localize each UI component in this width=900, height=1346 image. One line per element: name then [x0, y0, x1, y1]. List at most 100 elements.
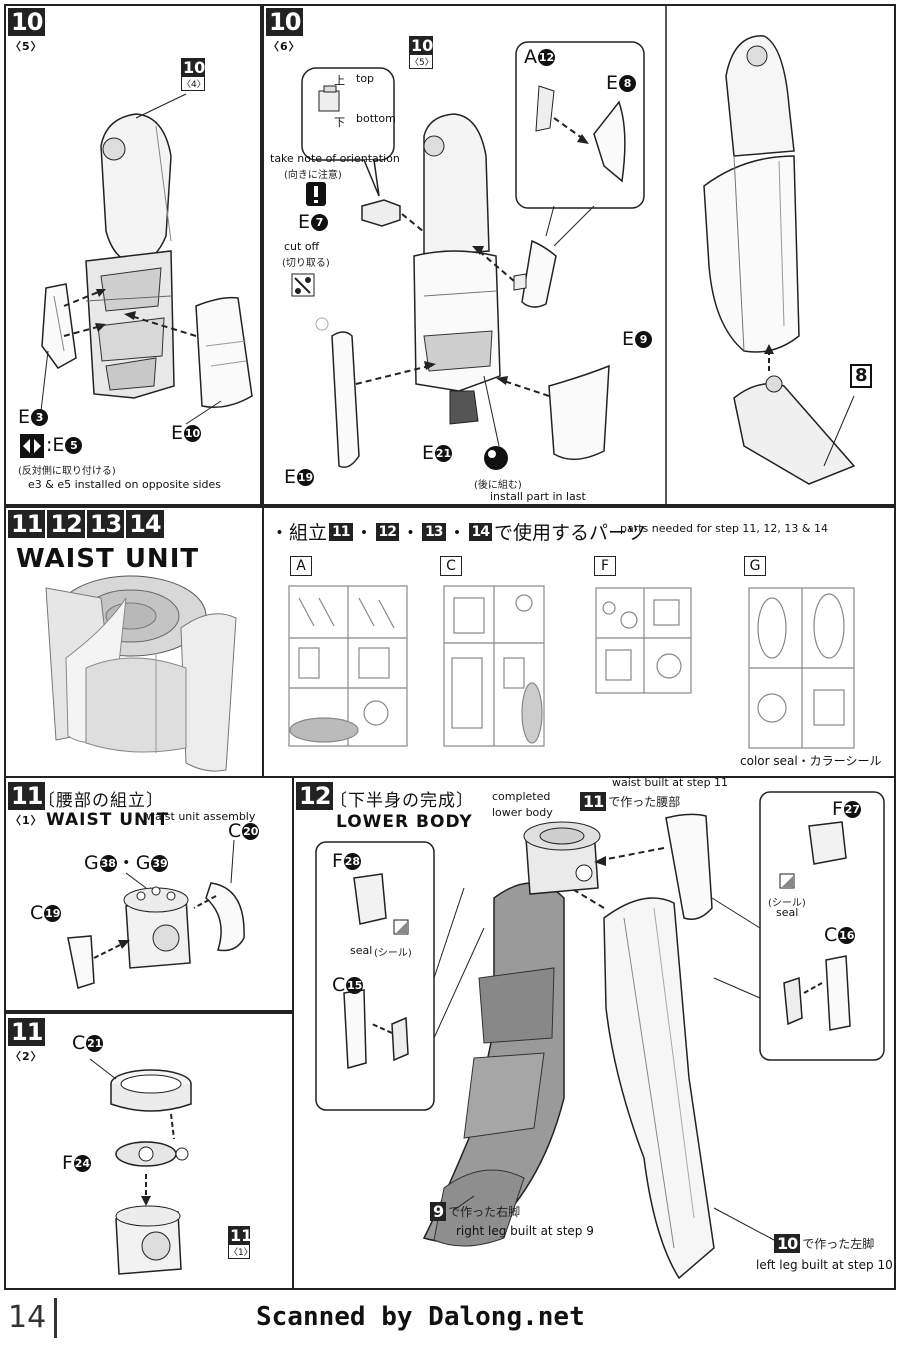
part-letter: C: [332, 974, 346, 996]
part-number: 8: [619, 75, 637, 92]
sprue-f-diagram: [595, 587, 692, 694]
page-number: 14: [8, 1298, 58, 1338]
seal-jp-label-right: (シール): [768, 898, 806, 909]
step-number: 10: [266, 8, 304, 36]
waist-ref-step: 11: [580, 792, 607, 811]
step-badge-12: 12: [47, 510, 85, 538]
part-number: 21: [86, 1035, 104, 1052]
part-letter: E: [622, 328, 635, 350]
part-letter: C: [228, 820, 242, 842]
part-number: 10: [184, 425, 202, 442]
parts-header: ・組立 11 ・ 12 ・ 13 ・ 14 で使用するパーツ: [270, 518, 646, 545]
seal-en-label-right: seal: [776, 906, 799, 919]
parts-section-left: 11 12 13 14 WAIST UNIT: [4, 506, 262, 778]
reference-step-number: 10: [409, 36, 434, 55]
sprue-a-diagram: [288, 585, 408, 747]
opposite-side-icon: [20, 434, 44, 458]
part-letter: F: [332, 850, 343, 872]
step-10-6-panel: 10 〈6〉 10 〈5〉: [262, 4, 896, 508]
part-letter: E: [284, 466, 297, 488]
reference-step-number: 10: [181, 58, 206, 77]
part-number: 20: [242, 823, 260, 840]
part-number: 24: [73, 1155, 91, 1172]
seal-en-label: seal: [350, 944, 373, 957]
reference-step-badge: 11 〈1〉: [228, 1226, 253, 1259]
substep-number: 〈5〉: [10, 40, 43, 53]
part-number: 21: [435, 445, 453, 462]
orientation-en-note: take note of orientation: [270, 152, 400, 165]
step-title-en: LOWER BODY: [336, 812, 473, 832]
part-letter: E: [606, 72, 619, 94]
part-number: 19: [297, 469, 315, 486]
sprue-g-label: G: [744, 556, 766, 576]
parts-header-suffix: で使用するパーツ: [494, 522, 646, 544]
header-step-11: 11: [329, 522, 353, 541]
orientation-jp-note: (向きに注意): [284, 170, 342, 181]
step-number: 12: [296, 782, 334, 810]
part-letter: C: [824, 924, 838, 946]
parts-header-en: parts needed for step 11, 12, 13 & 14: [620, 522, 828, 535]
install-last-en-note: install part in last: [490, 490, 586, 503]
part-letter: A: [524, 46, 537, 68]
completed-note-line-1: completed: [492, 790, 551, 803]
left-leg-ref-step: 10: [774, 1234, 801, 1253]
waist-stack-illustration: [89, 1058, 192, 1275]
sprue-c-label: C: [440, 556, 462, 576]
reference-substep: 〈4〉: [181, 77, 206, 91]
step-title-jp: 〔下半身の完成〕: [330, 791, 474, 811]
step-12-panel: 12 〔下半身の完成〕 LOWER BODY completed lower b…: [292, 776, 896, 1290]
parts-section-right: ・組立 11 ・ 12 ・ 13 ・ 14 で使用するパーツ parts nee…: [262, 506, 896, 778]
step-range-badges: 11 12 13 14: [8, 510, 164, 538]
waist-unit-illustration: [45, 575, 237, 772]
waist-core-illustration: [67, 839, 245, 989]
orientation-callout: [291, 6, 856, 508]
left-leg-ref-jp: で作った左脚: [802, 1237, 875, 1251]
sprue-c-diagram: [443, 585, 545, 747]
step-number: 11: [8, 1018, 46, 1046]
part-number: 12: [538, 49, 555, 66]
step-title-jp: 〔腰部の組立〕: [38, 791, 164, 811]
right-leg-en-note: right leg built at step 9: [456, 1224, 594, 1238]
sprue-g-diagram: [748, 587, 855, 749]
header-step-13: 13: [422, 522, 446, 541]
section-title: WAIST UNIT: [16, 544, 200, 574]
part-number: 27: [843, 801, 861, 818]
reference-substep: 〈5〉: [409, 55, 434, 69]
left-leg-en-note: left leg built at step 10: [756, 1258, 893, 1272]
part-letter: G: [135, 852, 151, 874]
scan-credit: Scanned by Dalong.net: [256, 1302, 585, 1332]
separator: ・: [354, 522, 374, 544]
part-letter: E: [171, 422, 184, 444]
reference-step-badge: 10 〈5〉: [409, 36, 434, 69]
part-letter: G: [84, 852, 99, 874]
part-letter: E: [422, 442, 435, 464]
separator: ・: [401, 522, 421, 544]
part-letter: F: [832, 798, 843, 820]
seal-jp-label: (シール): [374, 948, 412, 959]
part-number: 3: [31, 409, 49, 426]
step-badge-13: 13: [86, 510, 125, 538]
cut-off-jp-note: (切り取る): [282, 258, 330, 269]
part-letter: E: [298, 211, 311, 233]
reference-step-badge: 10 〈4〉: [181, 58, 206, 91]
step-badge-14: 14: [126, 510, 164, 538]
part-number: 5: [65, 437, 83, 454]
